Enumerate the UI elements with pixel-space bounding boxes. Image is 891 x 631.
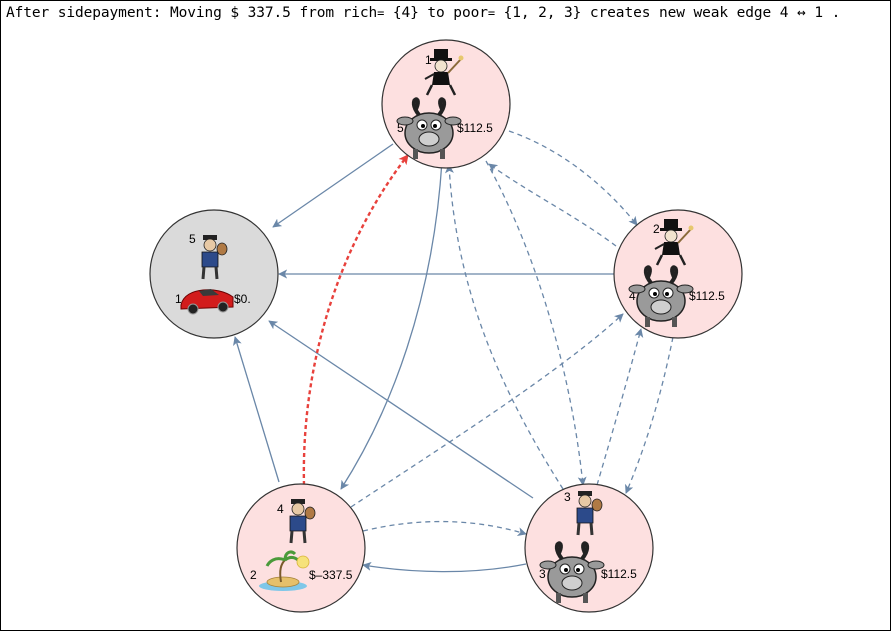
edge-new-weak-4-1 (302, 154, 409, 486)
node-bl-bottom-number: 2 (250, 568, 257, 582)
edge-bl-to-left (233, 336, 280, 483)
caption-tail-end: 1 . (814, 5, 841, 21)
node-bl-top-number: 4 (277, 502, 284, 516)
node-left-bottom-number: 1 (175, 292, 182, 306)
caption-amount: 337.5 (247, 5, 291, 21)
node-top-top-number: 1 (425, 53, 432, 67)
edge-bl-to-right (350, 313, 624, 508)
edge-top-to-bl (340, 160, 443, 490)
node-left-contents: 5 1 $0. (175, 232, 251, 315)
caption: After sidepayment: Moving $ 337.5 from r… (6, 5, 840, 21)
edge-top-to-left (272, 143, 394, 228)
caption-eq2: = (487, 6, 495, 20)
caption-to: to poor (427, 5, 488, 21)
caption-from: from rich (299, 5, 378, 21)
node-right-bottom-number: 4 (629, 289, 636, 303)
node-br-bottom-number: 3 (539, 567, 546, 581)
edge-bl-to-br (362, 520, 527, 536)
node-right-amount: $112.5 (689, 289, 725, 303)
edge-right-to-br (625, 336, 674, 494)
caption-arrow: ↔ (797, 5, 806, 21)
edge-br-to-left (268, 320, 534, 499)
caption-lead: After sidepayment: Moving $ (6, 5, 240, 21)
node-top-amount: $112.5 (457, 121, 493, 135)
edge-br-to-bl (362, 561, 527, 573)
node-bl-amount: $–337.5 (309, 568, 353, 582)
edge-top-to-br (485, 160, 587, 486)
node-top-bottom-number: 5 (397, 121, 404, 135)
node-top-contents: 1 5 $112.5 (395, 47, 493, 161)
caption-tail: creates new weak edge 4 (589, 5, 789, 21)
node-left-top-number: 5 (189, 232, 196, 246)
node-br-top-number: 3 (564, 490, 571, 504)
node-right-top-number: 2 (653, 222, 660, 236)
node-bottom-left-contents: 4 2 $–337.5 (250, 497, 353, 593)
caption-poor-set: {1, 2, 3} (503, 5, 582, 21)
node-left (149, 209, 279, 339)
edge-top-to-right (508, 130, 638, 226)
caption-rich-set: {4} (392, 5, 419, 21)
node-right-contents: 2 4 $112.5 (627, 217, 725, 329)
edge-br-to-top (444, 164, 564, 490)
node-left-amount: $0. (234, 292, 251, 306)
edge-br-to-right (596, 328, 644, 486)
node-bottom-right-contents: 3 3 $112.5 (538, 489, 637, 605)
caption-eq1: = (377, 6, 385, 20)
node-br-amount: $112.5 (601, 567, 637, 581)
